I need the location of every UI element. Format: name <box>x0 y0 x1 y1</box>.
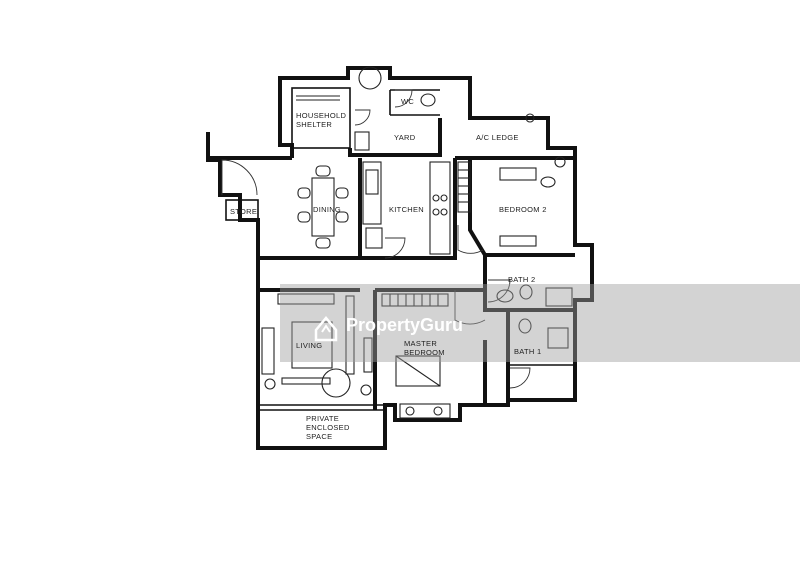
bath2-door-swing <box>487 279 511 303</box>
bedroom2-door-swing <box>457 225 484 254</box>
store-outline <box>225 199 259 221</box>
label-kitchen: KITCHEN <box>389 205 424 214</box>
label-store: STORE <box>230 207 257 216</box>
room-labels: HOUSEHOLD SHELTER WC YARD A/C LEDGE DINI… <box>230 97 547 441</box>
shelter-shelves <box>296 95 340 101</box>
master-window-seat <box>399 403 451 419</box>
label-dining: DINING <box>313 205 341 214</box>
doors <box>221 89 531 389</box>
label-household-shelter-2: SHELTER <box>296 120 332 129</box>
shelter-door-swing <box>354 109 371 126</box>
household-shelter-outline <box>291 87 351 149</box>
bath2-shower-icon <box>545 287 573 307</box>
bedroom2-desk <box>499 235 537 247</box>
bath1-door-swing <box>509 367 531 389</box>
fixtures <box>261 66 573 419</box>
label-private-enclosed-space-2: ENCLOSED <box>306 423 350 432</box>
master-door-swing <box>454 290 486 325</box>
label-bath-2: BATH 2 <box>508 275 536 284</box>
ledge-marker-icon <box>525 113 535 123</box>
label-living: LIVING <box>296 341 322 350</box>
label-bedroom-2: BEDROOM 2 <box>499 205 547 214</box>
living-tv-console <box>345 295 355 375</box>
dining-table <box>311 177 335 237</box>
watermark-band <box>280 284 800 362</box>
main-door-swing <box>221 159 258 196</box>
label-yard: YARD <box>394 133 416 142</box>
label-master-bedroom-2: BEDROOM <box>404 348 445 357</box>
master-wardrobe <box>381 293 449 307</box>
watermark-logo-icon <box>314 316 338 342</box>
bath2-toilet-icon <box>519 284 533 300</box>
living-top-shelf <box>277 293 335 305</box>
living-coffee-table <box>291 321 333 369</box>
kitchen-sink-icon <box>365 169 379 195</box>
watermark: PropertyGuru <box>280 284 800 362</box>
wc-door-swing <box>394 89 413 108</box>
living-side-panel <box>363 337 373 373</box>
bath1-basin-icon <box>547 327 569 349</box>
yard-sink-icon <box>354 131 370 151</box>
label-wc: WC <box>401 97 414 106</box>
label-bath-1: BATH 1 <box>514 347 542 356</box>
bath1-toilet-icon <box>518 318 532 334</box>
wc-toilet-icon <box>420 93 436 107</box>
kitchen-counter-left <box>362 161 382 225</box>
bedroom2-wardrobe <box>457 161 471 213</box>
ac-unit-icon <box>554 156 566 168</box>
master-bed <box>395 355 441 387</box>
label-private-enclosed-space-1: PRIVATE <box>306 414 339 423</box>
label-ac-ledge: A/C LEDGE <box>476 133 519 142</box>
living-sofa <box>261 327 275 375</box>
bath2-basin-icon <box>496 289 514 303</box>
label-private-enclosed-space-3: SPACE <box>306 432 332 441</box>
living-round-chair <box>321 368 351 398</box>
label-master-bedroom-1: MASTER <box>404 339 437 348</box>
washing-machine-icon <box>358 66 382 90</box>
living-lamp-icon <box>264 378 276 390</box>
watermark-text: PropertyGuru <box>346 315 463 335</box>
living-rug-edge <box>281 377 331 385</box>
kitchen-door-swing <box>384 237 406 259</box>
living-lamp-icon-2 <box>360 384 372 396</box>
kitchen-counter-right <box>429 161 451 255</box>
bedroom2-bed-head <box>499 167 537 181</box>
fridge-icon <box>365 227 383 249</box>
label-household-shelter-1: HOUSEHOLD <box>296 111 346 120</box>
